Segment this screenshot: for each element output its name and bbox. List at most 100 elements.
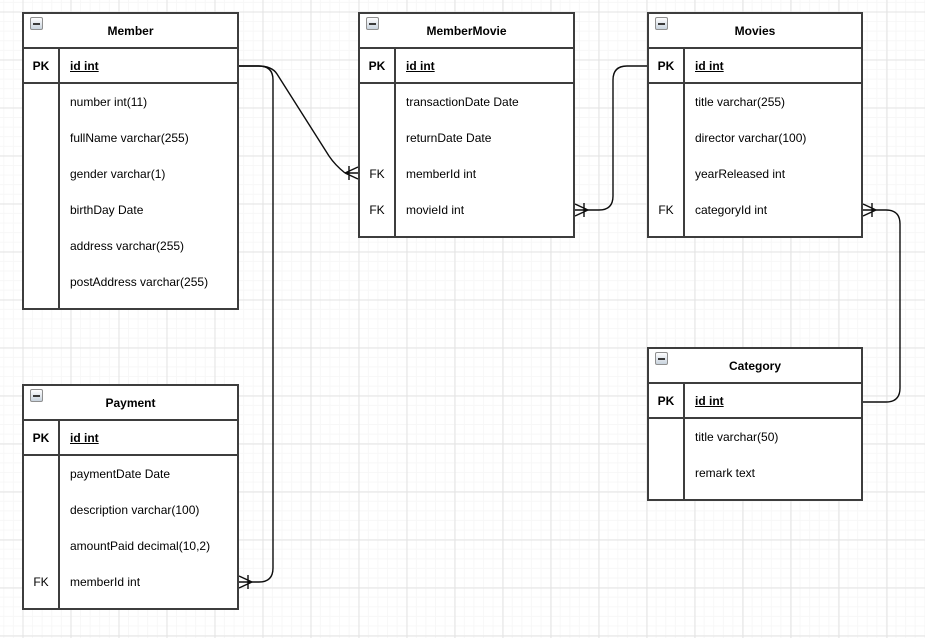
row-field: description varchar(100): [70, 503, 200, 517]
pk-key-label: PK: [32, 430, 50, 445]
minus-icon: [658, 22, 665, 25]
collapse-toggle-icon[interactable]: [30, 17, 43, 30]
relationship-edge[interactable]: [239, 65, 359, 180]
field-row[interactable]: remark text: [649, 455, 861, 491]
crow-foot-icon: [238, 575, 253, 589]
row-field: title varchar(255): [695, 95, 786, 109]
row-field: director varchar(100): [695, 131, 807, 145]
pk-field: id int: [695, 393, 724, 408]
row-field: fullName varchar(255): [70, 131, 189, 145]
row-field: movieId int: [406, 203, 465, 217]
crow-foot-icon: [574, 203, 589, 217]
row-field: amountPaid decimal(10,2): [70, 539, 211, 553]
field-row[interactable]: address varchar(255): [24, 228, 237, 264]
primary-key-row[interactable]: PK id int: [649, 384, 861, 419]
minus-icon: [33, 394, 40, 397]
field-row[interactable]: birthDay Date: [24, 192, 237, 228]
field-row[interactable]: director varchar(100): [649, 120, 861, 156]
pk-key-label: PK: [657, 58, 675, 73]
table-title: Payment: [105, 395, 156, 410]
field-row[interactable]: amountPaid decimal(10,2): [24, 528, 237, 564]
field-row[interactable]: gender varchar(1): [24, 156, 237, 192]
column-divider: [683, 384, 685, 499]
row-field: categoryId int: [695, 203, 768, 217]
row-field: yearReleased int: [695, 167, 786, 181]
field-row[interactable]: FK movieId int: [360, 192, 573, 228]
row-key-label: FK: [369, 203, 385, 217]
table-header[interactable]: Member: [24, 14, 237, 49]
field-row[interactable]: FK memberId int: [24, 564, 237, 600]
edge-line[interactable]: [863, 209, 901, 403]
crow-foot-icon: [344, 166, 359, 180]
relationship-edge[interactable]: [574, 65, 647, 217]
column-divider: [394, 49, 396, 236]
field-row[interactable]: postAddress varchar(255): [24, 264, 237, 300]
row-field: gender varchar(1): [70, 167, 166, 181]
row-field: number int(11): [70, 95, 148, 109]
row-field: returnDate Date: [406, 131, 492, 145]
primary-key-row[interactable]: PK id int: [24, 421, 237, 456]
row-field: transactionDate Date: [406, 95, 519, 109]
row-field: title varchar(50): [695, 430, 779, 444]
field-row[interactable]: yearReleased int: [649, 156, 861, 192]
table-body: title varchar(50) remark text: [649, 419, 861, 499]
table-body: title varchar(255) director varchar(100) y…: [649, 84, 861, 236]
minus-icon: [369, 22, 376, 25]
field-row[interactable]: title varchar(50): [649, 419, 861, 455]
table-header[interactable]: Category: [649, 349, 861, 384]
row-key-label: FK: [33, 575, 49, 589]
table-title: Movies: [734, 23, 776, 38]
table-title: MemberMovie: [426, 23, 507, 38]
row-field: memberId int: [70, 575, 141, 589]
table-body: paymentDate Date description varchar(100)…: [24, 456, 237, 608]
edge-line[interactable]: [239, 65, 274, 583]
collapse-toggle-icon[interactable]: [366, 17, 379, 30]
crow-foot-icon: [862, 203, 877, 217]
table-body: number int(11) fullName varchar(255) gende…: [24, 84, 237, 308]
column-divider: [58, 49, 60, 308]
primary-key-row[interactable]: PK id int: [649, 49, 861, 84]
edge-line[interactable]: [239, 65, 346, 174]
table-header[interactable]: Movies: [649, 14, 861, 49]
field-row[interactable]: transactionDate Date: [360, 84, 573, 120]
table-title: Member: [107, 23, 154, 38]
pk-key-label: PK: [368, 58, 386, 73]
pk-field: id int: [70, 430, 99, 445]
row-field: remark text: [695, 466, 756, 480]
pk-field: id int: [695, 58, 724, 73]
collapse-toggle-icon[interactable]: [655, 352, 668, 365]
edge-line[interactable]: [588, 65, 647, 211]
row-field: address varchar(255): [70, 239, 185, 253]
table-header[interactable]: Payment: [24, 386, 237, 421]
row-field: birthDay Date: [70, 203, 144, 217]
field-row[interactable]: fullName varchar(255): [24, 120, 237, 156]
table-title: Category: [728, 358, 781, 373]
relationship-edge[interactable]: [238, 65, 274, 589]
field-row[interactable]: description varchar(100): [24, 492, 237, 528]
field-row[interactable]: title varchar(255): [649, 84, 861, 120]
row-field: paymentDate Date: [70, 467, 171, 481]
minus-icon: [658, 357, 665, 360]
relationship-edge[interactable]: [862, 203, 901, 403]
row-field: postAddress varchar(255): [70, 275, 209, 289]
collapse-toggle-icon[interactable]: [655, 17, 668, 30]
field-row[interactable]: returnDate Date: [360, 120, 573, 156]
pk-key-label: PK: [657, 393, 675, 408]
collapse-toggle-icon[interactable]: [30, 389, 43, 402]
row-field: memberId int: [406, 167, 477, 181]
field-row[interactable]: number int(11): [24, 84, 237, 120]
table-header[interactable]: MemberMovie: [360, 14, 573, 49]
field-row[interactable]: paymentDate Date: [24, 456, 237, 492]
column-divider: [683, 49, 685, 236]
